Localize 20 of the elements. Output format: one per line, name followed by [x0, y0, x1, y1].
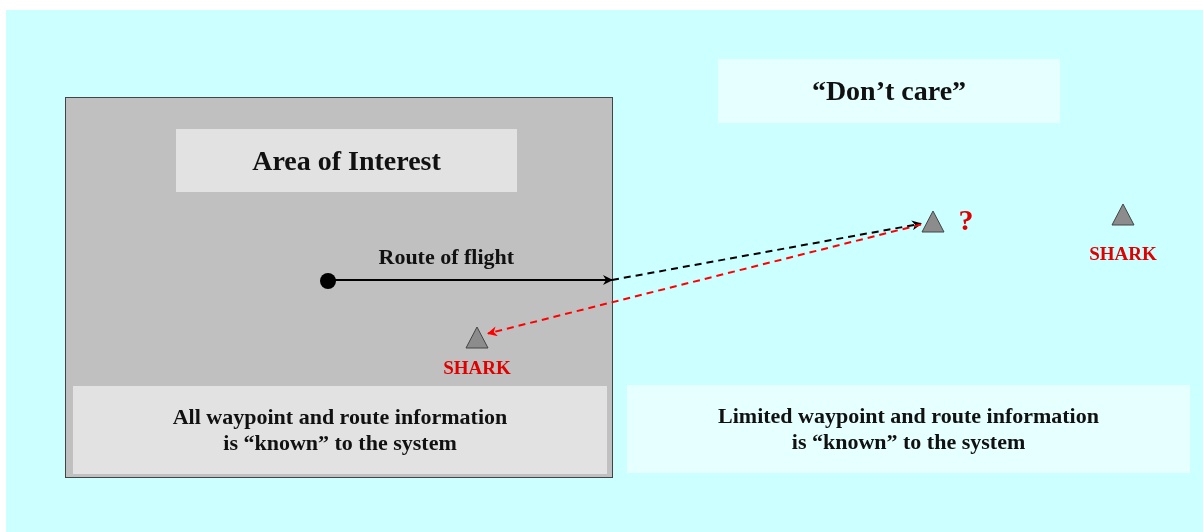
waypoint-triangle: [465, 326, 489, 349]
question-mark: ?: [957, 203, 975, 237]
info-box: [627, 385, 1190, 473]
title-box: [176, 129, 517, 192]
info-box: [73, 386, 607, 474]
box-text: All waypoint and route information is “known” to the system: [171, 404, 509, 456]
box-text: Limited waypoint and route information is “known” to the system: [717, 403, 1100, 455]
arrow: [487, 223, 922, 337]
box-text: Area of Interest: [251, 144, 442, 177]
arrow: [611, 220, 922, 281]
waypoint-triangle: [921, 210, 945, 233]
shark-label: SHARK: [1088, 243, 1158, 265]
edge-label: Route of flight: [378, 244, 515, 270]
arrow: [334, 275, 613, 285]
box-text: “Don’t care”: [810, 75, 968, 107]
title-box: [718, 59, 1060, 123]
waypoint-triangle: [1111, 203, 1135, 226]
shark-label: SHARK: [442, 357, 512, 379]
area-box: [65, 97, 613, 478]
start-dot: [320, 273, 336, 289]
